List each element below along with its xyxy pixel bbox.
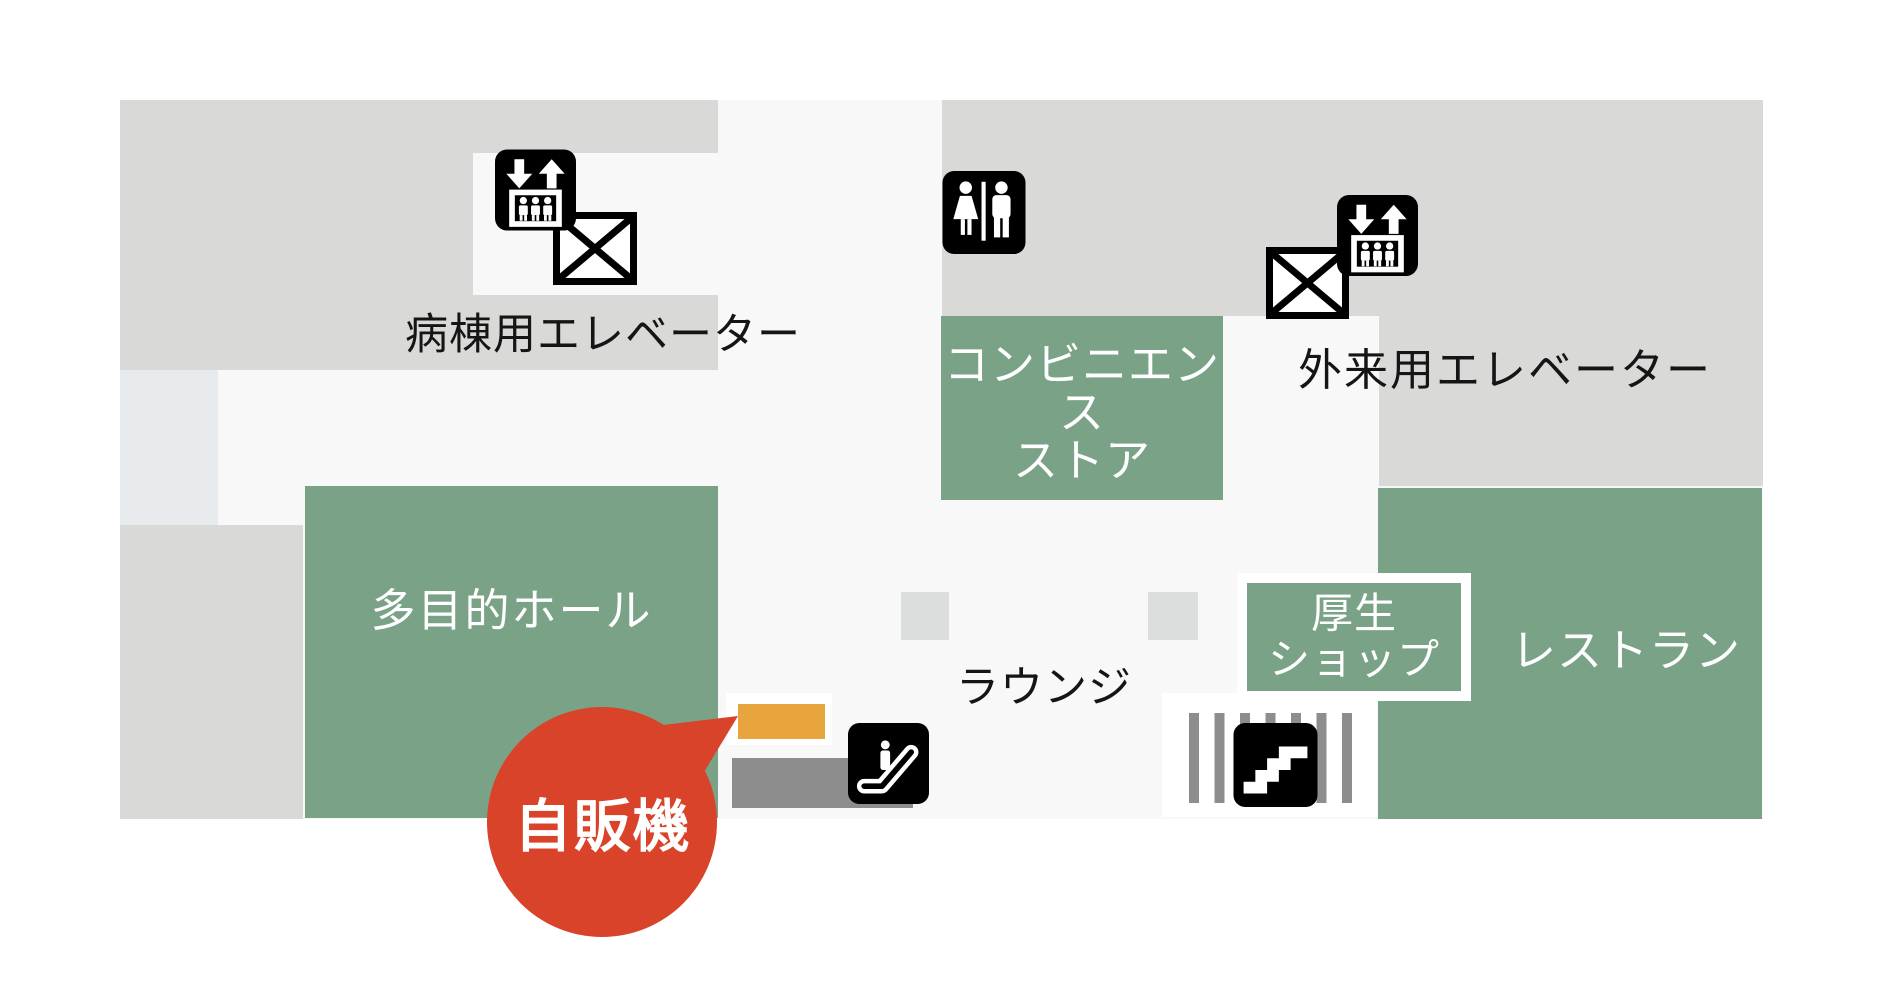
lounge-pillar-left (901, 592, 949, 640)
vending-callout-balloon (480, 598, 770, 952)
welfare-shop-label: 厚生 ショップ (1267, 588, 1440, 684)
convenience-store-label-line1: コンビニエンス (943, 337, 1220, 439)
lounge-pillar-right (1148, 592, 1198, 640)
ward-elevator-icon (495, 149, 576, 235)
welfare-shop-label-line2: ショップ (1267, 635, 1440, 684)
vending-machine-spot (738, 704, 825, 739)
ward-elevator-shaft-x-icon (553, 212, 637, 285)
welfare-shop-frame: 厚生 ショップ (1237, 573, 1471, 701)
escalator-icon (847, 723, 930, 808)
outpatient-elevator-icon (1337, 194, 1418, 281)
area-convenience-store: コンビニエンス ストア (941, 316, 1223, 500)
stairs-icon (1233, 723, 1318, 811)
multipurpose-hall-label: 多目的ホール (370, 584, 653, 637)
restaurant-label: レストラン (1511, 624, 1742, 677)
left-lower-block (120, 525, 303, 819)
convenience-store-label: コンビニエンス ストア (941, 331, 1223, 485)
ward-elevator-label: 病棟用エレベーター (405, 310, 801, 360)
vending-callout-label: 自販機 (514, 794, 692, 860)
restroom-icon (942, 171, 1026, 258)
left-small-room (120, 370, 218, 525)
convenience-store-label-line2: ストア (1012, 434, 1151, 488)
outpatient-elevator-shaft-x-icon (1266, 247, 1349, 319)
outpatient-elevator-label: 外来用エレベーター (1298, 345, 1712, 396)
welfare-shop-label-line1: 厚生 (1310, 588, 1397, 638)
outpatient-wing-block-lower (1379, 316, 1763, 486)
lounge-label: ラウンジ (956, 663, 1132, 713)
area-welfare-shop: 厚生 ショップ (1247, 583, 1461, 691)
